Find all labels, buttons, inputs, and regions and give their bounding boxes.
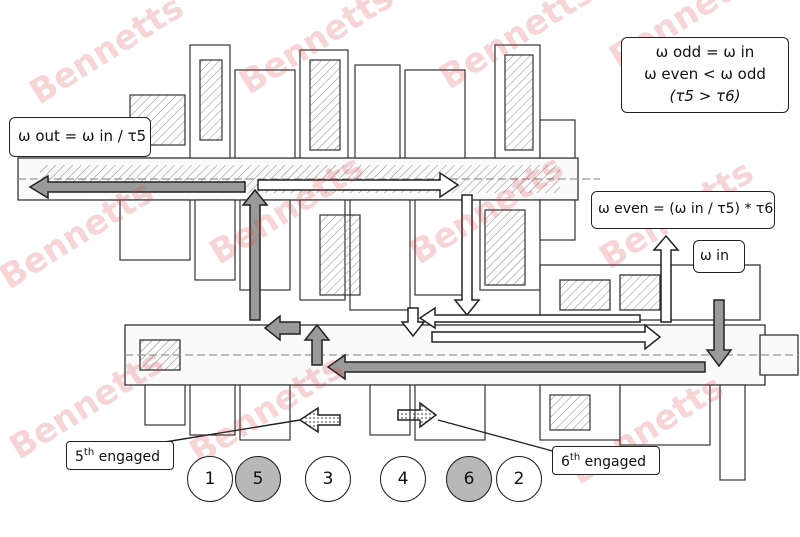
fifth-engaged-callout: 5th engaged <box>66 441 174 470</box>
even-speed-box: ω even = (ω in / τ5) * τ6 <box>591 191 775 229</box>
input-speed-label: ω in <box>700 248 729 264</box>
gear-4-marker: 4 <box>380 456 426 502</box>
even-less-odd: ω even < ω odd <box>644 65 766 83</box>
gear-label: 5 <box>252 469 264 489</box>
input-speed-box: ω in <box>693 240 745 273</box>
gear-3-marker: 3 <box>305 456 351 502</box>
gear-5-marker: 5 <box>235 456 281 502</box>
gear-label: 4 <box>397 469 409 489</box>
callout-leaders <box>164 419 561 454</box>
gear-2-marker: 2 <box>496 456 542 502</box>
output-speed-box: ω out = ω in / τ5 <box>9 117 151 157</box>
sixth-ordinal-suffix: th <box>569 452 581 463</box>
upper-gears <box>119 44 576 311</box>
fifth-number: 5 <box>75 449 84 465</box>
upper-shaft <box>17 157 600 201</box>
fifth-engaged-text: engaged <box>98 449 160 465</box>
gear-label: 6 <box>463 469 475 489</box>
sixth-engaged-label: 6th engaged <box>561 452 646 470</box>
sixth-number: 6 <box>561 454 570 470</box>
gear-label: 3 <box>322 469 334 489</box>
ratio-condition: (τ5 > τ6) <box>669 87 741 105</box>
gear-6-marker: 6 <box>446 456 492 502</box>
fifth-ordinal-suffix: th <box>83 447 95 458</box>
gear-1-marker: 1 <box>187 456 233 502</box>
output-speed-equation: ω out = ω in / τ5 <box>18 127 147 145</box>
power-flow-arrows <box>28 171 733 434</box>
fifth-engaged-label: 5th engaged <box>75 447 160 465</box>
lower-gears <box>144 384 746 481</box>
odd-even-relation-box: ω odd = ω in ω even < ω odd (τ5 > τ6) <box>621 37 789 113</box>
even-speed-equation: ω even = (ω in / τ5) * τ6 <box>598 201 774 217</box>
sixth-engaged-text: engaged <box>584 454 646 470</box>
sixth-engaged-callout: 6th engaged <box>552 446 660 475</box>
gear-label: 2 <box>513 469 525 489</box>
odd-equals-in: ω odd = ω in <box>655 43 755 61</box>
gear-label: 1 <box>204 469 216 489</box>
